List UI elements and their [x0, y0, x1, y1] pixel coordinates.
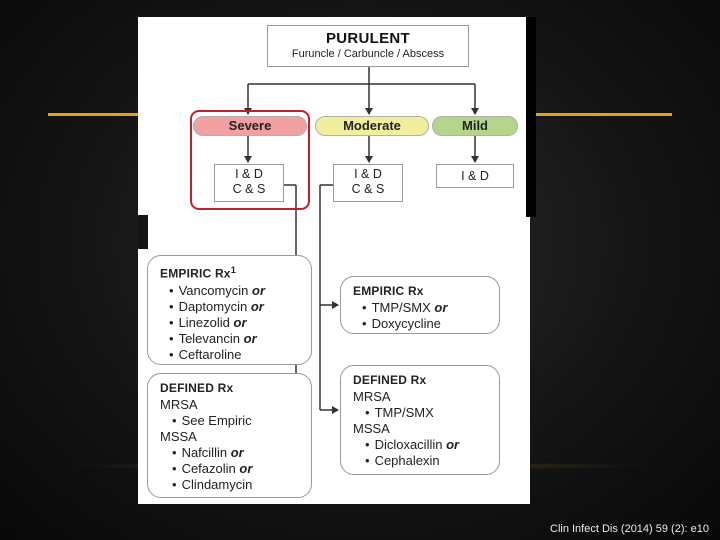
bullet-icon: •: [172, 413, 177, 428]
drug-item: •Linezolid or: [160, 315, 303, 331]
drug-name: Ceftaroline: [178, 346, 242, 362]
procedure-line: I & D: [235, 167, 263, 181]
mssa-label: MSSA: [160, 429, 197, 444]
rx-heading: DEFINED Rx: [353, 372, 491, 389]
drug-name: Nafcillin: [181, 445, 228, 460]
accent-line-left: [48, 113, 140, 116]
drug-name: Doxycycline: [371, 316, 441, 331]
drug-item: •Daptomycin or: [160, 299, 303, 315]
defined-rx-moderate: DEFINED Rx MRSA • TMP/SMX MSSA • Dicloxaci…: [340, 365, 500, 475]
drug-item: • See Empiric: [160, 413, 303, 429]
bullet-icon: •: [169, 346, 174, 362]
panel-edge: [526, 17, 536, 217]
bullet-icon: •: [362, 300, 367, 315]
drug-conjunction: or: [252, 282, 266, 298]
drug-conjunction: or: [243, 330, 257, 346]
rx-heading-text: EMPIRIC Rx: [353, 284, 424, 298]
purulent-title-box: PURULENT Furuncle / Carbuncle / Abscess: [267, 25, 469, 67]
mrsa-label: MRSA: [160, 397, 198, 412]
drug-name: See Empiric: [181, 413, 252, 428]
drug-item: • Clindamycin: [160, 477, 303, 493]
purulent-title: PURULENT: [325, 30, 411, 47]
rx-heading-text: DEFINED Rx: [160, 381, 234, 395]
bullet-icon: •: [365, 405, 370, 420]
drug-item: •Vancomycin or: [160, 283, 303, 299]
citation-text: Clin Infect Dis (2014) 59 (2): e10: [550, 523, 709, 535]
drug-name: Daptomycin: [178, 298, 248, 314]
empiric-rx-severe: EMPIRIC Rx1 •Vancomycin or •Daptomycin o…: [147, 255, 312, 365]
severity-severe-pill: Severe: [193, 116, 307, 136]
drug-item: •Televancin or: [160, 331, 303, 347]
panel-notch: [138, 215, 148, 249]
bullet-icon: •: [172, 461, 177, 476]
drug-name: Clindamycin: [181, 477, 253, 492]
severity-mild-pill: Mild: [432, 116, 518, 136]
procedure-line: C & S: [351, 182, 385, 196]
bullet-icon: •: [172, 477, 177, 492]
bullet-icon: •: [172, 445, 177, 460]
drug-item: •Ceftaroline: [160, 347, 303, 363]
drug-item: • Cefazolin or: [160, 461, 303, 477]
procedure-box-moderate: I & D C & S: [333, 164, 403, 202]
bullet-icon: •: [365, 453, 370, 468]
bullet-icon: •: [365, 437, 370, 452]
rx-heading-text: EMPIRIC Rx: [160, 266, 231, 281]
drug-name: Cephalexin: [374, 453, 440, 468]
defined-rx-severe: DEFINED Rx MRSA • See Empiric MSSA • Nafci…: [147, 373, 312, 498]
drug-conjunction: or: [230, 445, 244, 460]
mssa-label: MSSA: [353, 421, 390, 436]
drug-item: • TMP/SMX or: [353, 300, 491, 316]
procedure-line: I & D: [354, 167, 382, 181]
severe-highlight-frame: [190, 110, 310, 210]
drug-name: Cefazolin: [181, 461, 236, 476]
drug-conjunction: or: [233, 314, 247, 330]
bullet-icon: •: [169, 314, 174, 330]
severity-moderate-pill: Moderate: [315, 116, 429, 136]
bullet-icon: •: [362, 316, 367, 331]
bullet-icon: •: [169, 298, 174, 314]
bullet-icon: •: [169, 282, 174, 298]
drug-name: Linezolid: [178, 314, 230, 330]
accent-line-right: [528, 113, 672, 116]
procedure-line: I & D: [461, 169, 489, 183]
drug-name: Televancin: [178, 330, 240, 346]
drug-item: • Doxycycline: [353, 316, 491, 332]
procedure-box-severe: I & D C & S: [214, 164, 284, 202]
drug-conjunction: or: [250, 298, 264, 314]
drug-item: • Cephalexin: [353, 453, 491, 469]
rx-heading-text: DEFINED Rx: [353, 373, 427, 387]
drug-name: Vancomycin: [178, 282, 249, 298]
drug-item: • TMP/SMX: [353, 405, 491, 421]
drug-name: Dicloxacillin: [374, 437, 443, 452]
bullet-icon: •: [169, 330, 174, 346]
rx-footnote-mark: 1: [230, 265, 236, 275]
procedure-box-mild: I & D: [436, 164, 514, 188]
drug-name: TMP/SMX: [371, 300, 431, 315]
drug-name: TMP/SMX: [374, 405, 434, 420]
empiric-rx-moderate: EMPIRIC Rx • TMP/SMX or • Doxycycline: [340, 276, 500, 334]
procedure-line: C & S: [232, 182, 266, 196]
drug-item: • Dicloxacillin or: [353, 437, 491, 453]
purulent-subtitle: Furuncle / Carbuncle / Abscess: [291, 48, 445, 60]
mrsa-label: MRSA: [353, 389, 391, 404]
drug-conjunction: or: [446, 437, 460, 452]
rx-heading: EMPIRIC Rx1: [160, 262, 303, 283]
drug-conjunction: or: [434, 300, 448, 315]
drug-item: • Nafcillin or: [160, 445, 303, 461]
rx-heading: DEFINED Rx: [160, 380, 303, 397]
drug-conjunction: or: [239, 461, 253, 476]
rx-heading: EMPIRIC Rx: [353, 283, 491, 300]
